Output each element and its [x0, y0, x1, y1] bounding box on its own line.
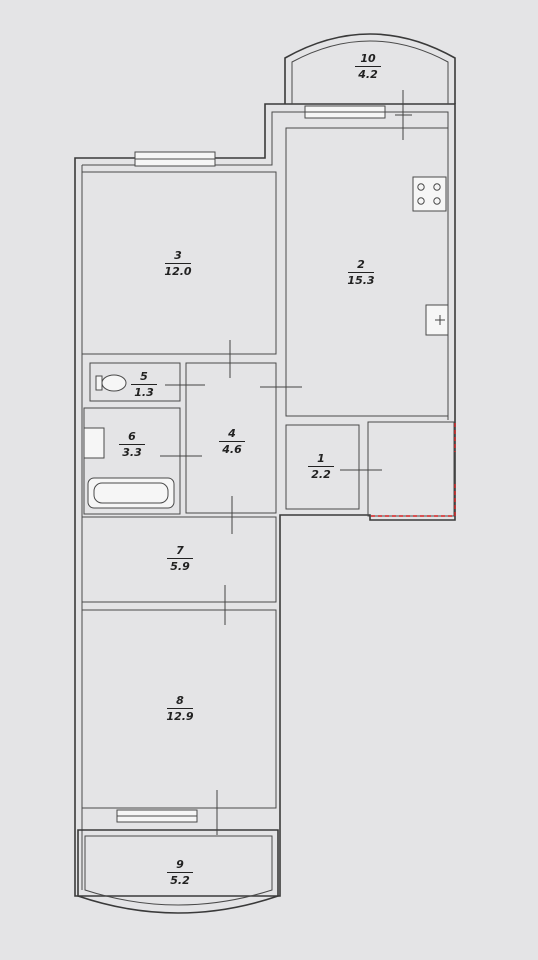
room-area: 12.9	[166, 710, 194, 723]
room-label-2: 2 15.3	[331, 258, 391, 287]
washbasin-icon	[83, 427, 105, 459]
room-number: 7	[167, 544, 193, 559]
room-label-1: 1 2.2	[291, 452, 351, 481]
room-area: 2.2	[311, 468, 331, 481]
room-label-10: 10 4.2	[338, 52, 398, 81]
room-number: 4	[219, 427, 245, 442]
balcony-10-inner	[291, 40, 449, 104]
room-area: 5.2	[170, 874, 190, 887]
room-area: 5.9	[170, 560, 190, 573]
room-number: 3	[165, 249, 191, 264]
room-area: 4.2	[358, 68, 378, 81]
balcony-9-outline	[77, 829, 279, 914]
room-area: 15.3	[347, 274, 375, 287]
room-label-3: 3 12.0	[148, 249, 208, 278]
room-4-outline	[185, 362, 277, 514]
room-number: 6	[119, 430, 145, 445]
room-6-outline	[83, 407, 181, 515]
room-label-6: 6 3.3	[102, 430, 162, 459]
room-number: 10	[355, 52, 381, 67]
room-area: 3.3	[122, 446, 142, 459]
room-1-outline	[285, 424, 360, 510]
balcony-10-outline	[284, 33, 456, 104]
stair-area-outline	[367, 421, 455, 517]
room-area: 1.3	[134, 386, 154, 399]
outer-wall	[74, 103, 456, 897]
room-5-outline	[89, 362, 181, 402]
door-markers	[160, 90, 412, 835]
boundary-marker	[370, 423, 456, 517]
room-number: 5	[131, 370, 157, 385]
room-8-outline	[81, 609, 277, 809]
room-area: 4.6	[222, 443, 242, 456]
room-label-9: 9 5.2	[150, 858, 210, 887]
room-label-8: 8 12.9	[150, 694, 210, 723]
room-2-outline	[285, 127, 449, 417]
room-label-5: 5 1.3	[114, 370, 174, 399]
room-3-outline	[81, 171, 277, 355]
room-number: 9	[167, 858, 193, 873]
room-number: 8	[167, 694, 193, 709]
room-label-4: 4 4.6	[202, 427, 262, 456]
room-label-7: 7 5.9	[150, 544, 210, 573]
stove-icon	[412, 176, 447, 212]
room-area: 12.0	[164, 265, 192, 278]
room-7-outline	[81, 516, 277, 603]
room-number: 2	[348, 258, 374, 273]
room-number: 1	[308, 452, 334, 467]
